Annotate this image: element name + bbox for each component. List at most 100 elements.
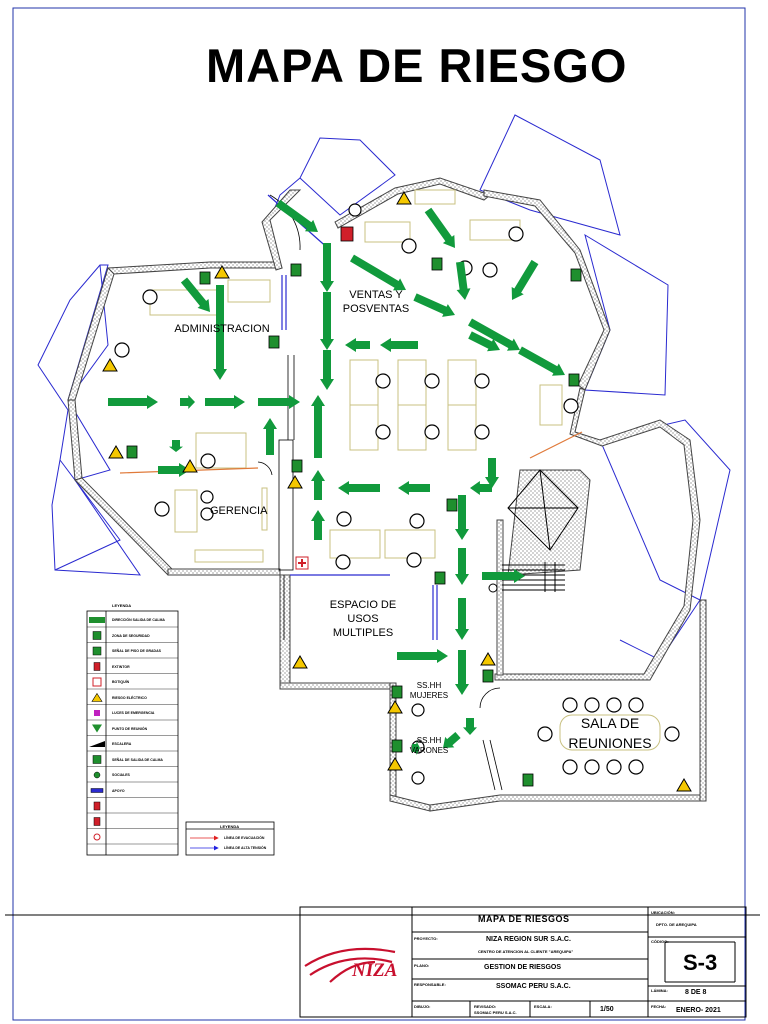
exit-sign-icon — [482, 669, 494, 683]
legend-item-label: SEÑAL DE SALIDA DE CALMA — [112, 757, 163, 762]
tb-company-sub: CENTRO DE ATENCION AL CLIENTE "AREQUIPA" — [478, 949, 574, 954]
tb-location: DPTO. DE AREQUIPA — [656, 922, 697, 927]
evacuation-arrow — [455, 650, 469, 695]
tb-scale-label: ESCALA: — [534, 1004, 552, 1009]
legend-box — [86, 610, 275, 856]
tb-code: S-3 — [683, 950, 718, 975]
electric-risk-sign-icon — [396, 191, 412, 205]
exit-sign-icon — [268, 335, 280, 349]
evacuation-arrow — [338, 481, 380, 495]
evacuation-arrow — [180, 277, 210, 312]
exit-sign-icon — [568, 373, 580, 387]
chairs — [114, 203, 680, 785]
electric-risk-sign-icon — [214, 265, 230, 279]
electric-risk-sign-icon — [676, 778, 692, 792]
evacuation-arrow — [345, 338, 370, 352]
room-label-line: VENTAS Y — [349, 289, 403, 301]
tb-project-label: PROYECTO: — [414, 936, 438, 941]
room-label-line: SALA DE — [580, 715, 640, 731]
tb-sheet-label: LÁMINA: — [651, 988, 668, 993]
niza-logo: NIZA — [352, 960, 398, 981]
legend-item-label: RIESGO ELÉCTRICO — [112, 695, 147, 700]
route-label-power: LÍNEA DE ALTA TENSIÓN — [224, 846, 267, 850]
evacuation-arrow — [213, 285, 227, 380]
tb-code-label: CÓDIGO: — [651, 939, 669, 944]
evacuation-arrow — [205, 395, 245, 409]
meeting-point-icon — [92, 724, 102, 733]
evacuation-arrow — [455, 495, 469, 540]
circle-sign-icon — [93, 833, 101, 841]
exit-sign-icon — [92, 755, 102, 764]
legend-item-label: SEÑAL DE PISO DE GRADAS — [112, 649, 161, 653]
legend-item-label: APOYO — [112, 788, 125, 793]
evacuation-arrow — [413, 293, 455, 317]
exit-sign-icon — [570, 268, 582, 282]
first-aid-cross-icon — [298, 559, 306, 567]
room-label-gerencia: GERENCIA — [210, 505, 268, 517]
support-icon — [90, 788, 104, 793]
tb-dibujo: SSOMAC PERU S.A.C. — [474, 1010, 517, 1015]
exit-sign-icon — [291, 459, 303, 473]
evacuation-arrow — [412, 741, 420, 755]
evacuation-arrow — [263, 418, 277, 455]
exit-sign-icon — [434, 571, 446, 585]
room-label-administracion: ADMINISTRACION — [174, 323, 270, 335]
tb-scale: 1/50 — [600, 1006, 614, 1013]
evacuation-arrow — [258, 395, 300, 409]
page-title: MAPA DE RIESGO — [206, 39, 628, 92]
evacuation-arrow — [455, 598, 469, 640]
room-label-espacio: ESPACIO DE USOS MULTIPLES — [320, 598, 406, 640]
room-label-line: POSVENTAS — [342, 303, 410, 315]
evacuation-arrow — [320, 292, 334, 350]
misc-sign-icon — [93, 817, 101, 826]
exit-sign-icon — [446, 498, 458, 512]
evacuation-arrow — [311, 470, 325, 500]
tb-responsible: SSOMAC PERU S.A.C. — [496, 983, 571, 990]
room-label-line: VARONES — [409, 746, 449, 755]
tb-plan: GESTION DE RIESGOS — [484, 964, 562, 971]
safety-zone-icon — [92, 631, 102, 640]
evacuation-arrow — [485, 458, 499, 488]
evacuation-arrow — [398, 481, 430, 495]
safety-signs — [102, 191, 692, 792]
extinguisher-icon — [340, 226, 354, 242]
legend-item-label: BOTIQUÍN — [112, 680, 130, 684]
evacuation-arrow — [456, 261, 471, 300]
electric-risk-sign-icon — [102, 358, 118, 372]
title-block — [5, 906, 760, 1018]
evacuation-arrow — [482, 569, 525, 583]
electric-risk-sign-icon — [182, 459, 198, 473]
evacuation-arrow — [468, 318, 520, 351]
tb-header: MAPA DE RIESGOS — [478, 914, 570, 924]
tb-dibujo-label: DIBUJO: — [414, 1004, 431, 1009]
evacuation-arrow — [180, 395, 195, 409]
evacuation-arrow — [443, 732, 461, 748]
evacuation-arrow — [311, 395, 325, 458]
legend-item-label: ZONA DE SEGURIDAD — [112, 633, 150, 638]
electric-risk-sign-icon — [292, 655, 308, 669]
legend-item-label: LUCES DE EMERGENCIA — [112, 711, 155, 715]
room-label-sshh-mujeres: SS.HH MUJERES — [404, 681, 454, 701]
first-aid-icon — [92, 677, 102, 687]
room-label-line: SS.HH — [416, 681, 442, 690]
evacuation-arrow — [311, 510, 325, 540]
legend-item-label: DIRECCIÓN SALIDA DE CALMA — [112, 618, 165, 622]
routes-legend-title: LEYENDA — [220, 824, 240, 829]
legend-item-label: PUNTO DE REUNIÓN — [112, 726, 148, 731]
evacuation-arrow — [350, 254, 406, 291]
exit-sign-icon — [431, 257, 443, 271]
evacuation-arrow — [320, 243, 334, 292]
exit-sign-icon — [522, 773, 534, 787]
legend-title: LEYENDA — [112, 603, 132, 608]
stairwell — [488, 469, 579, 593]
exit-sign-icon — [199, 271, 211, 285]
furniture — [149, 189, 661, 751]
electric-risk-sign-icon — [108, 445, 124, 459]
room-label-sala: SALA DE REUNIONES — [560, 713, 660, 753]
tb-sheet: 8 DE 8 — [685, 989, 707, 996]
legend-item-label: SOCIALES — [112, 773, 130, 777]
room-label-ventas: VENTAS Y POSVENTAS — [336, 288, 416, 316]
evacuation-arrow — [158, 463, 190, 477]
evacuation-arrows — [108, 199, 565, 755]
